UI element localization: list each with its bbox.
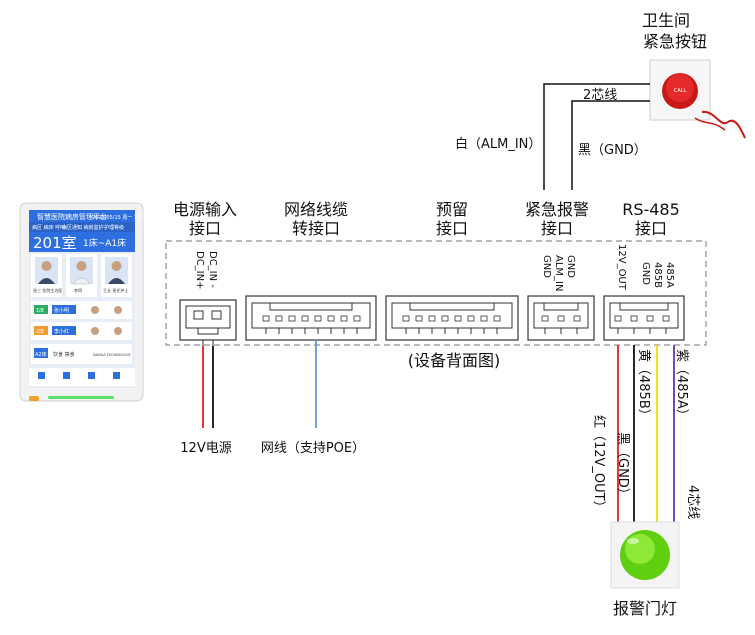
lamp-cable-label: 4芯线 — [685, 485, 700, 519]
level-row[interactable] — [31, 344, 132, 364]
emergency-button-icon: CALL — [649, 59, 746, 139]
bathroom-button-group: 卫生间 紧急按钮 CALL 2芯线 白（ALM_IN） 黑（GND） — [455, 11, 746, 190]
svg-text:CALL: CALL — [674, 88, 687, 94]
network-cable-label: 网线（支持POE） — [261, 441, 365, 456]
rs485-header-2: 接口 — [635, 219, 667, 238]
room-banner — [29, 232, 135, 252]
power-source-label: 12V电源 — [180, 441, 231, 456]
pin-dc-in-plus: DC_IN+ — [194, 251, 205, 290]
screen-date: 2023/05/15 周一 12:38 — [92, 215, 148, 221]
pin-485b: 485B — [652, 262, 663, 288]
bathroom-cable-label: 2芯线 — [583, 88, 617, 103]
pin-alarm-gnd-1: GND — [565, 255, 576, 278]
level-text: 饮食 禁食 — [53, 351, 75, 358]
reserved-connector — [385, 295, 519, 341]
home-icon[interactable] — [38, 372, 45, 379]
avatar-icon — [114, 327, 122, 335]
avatar-icon — [70, 257, 93, 285]
screen-tabbar — [29, 222, 135, 232]
bathroom-wire-white — [543, 83, 650, 190]
lamp-wire-red-label: 红（12V_OUT） — [591, 415, 607, 514]
screen-tab-3[interactable]: 护理等级 — [104, 224, 124, 231]
alarm-header-2: 接口 — [541, 219, 573, 238]
power-connector — [179, 299, 237, 346]
rs485-header-1: RS-485 — [622, 200, 680, 219]
bathroom-title-line1: 卫生间 — [642, 11, 690, 30]
room-beds: 1床~A1床 — [83, 237, 126, 249]
interface-headers: 电源输入 接口 网络线缆 转接口 预留 接口 紧急报警 接口 RS-485 接口 — [173, 200, 680, 238]
power-indicator — [29, 396, 39, 401]
screen-title: 智慧医院病房管理平台 — [37, 212, 107, 221]
avatar-icon — [105, 257, 128, 284]
alarm-header-1: 紧急报警 — [525, 200, 589, 219]
pin-485a: 485A — [664, 262, 675, 288]
pin-alarm-gnd-2: GND — [541, 255, 552, 278]
network-connector — [245, 295, 377, 341]
level-tag — [34, 348, 48, 358]
device-panel: 智慧医院病房管理平台 2023/05/15 周一 12:38 病区 病床 呼叫 … — [19, 202, 148, 402]
bed-name-2-text: 李小红 — [54, 328, 69, 335]
rs485-connector — [603, 295, 685, 341]
reserved-header-2: 接口 — [436, 219, 468, 238]
bed-name-1 — [52, 305, 76, 314]
bed-tag-1 — [34, 305, 48, 314]
bed-name-1-text: 张小明 — [54, 307, 69, 314]
brand-logo-text: DAHUA TECHNOLOGY — [93, 353, 132, 357]
bathroom-title-line2: 紧急按钮 — [643, 32, 707, 51]
avatar-icon — [35, 257, 58, 284]
bathroom-wire-black — [571, 100, 650, 190]
person-name-1: 张三 住院主治医 — [33, 287, 62, 293]
screen-tab-1[interactable]: 病区 病床 呼叫 — [32, 224, 65, 231]
bed-tag-1-text: 1床 — [36, 307, 44, 314]
pin-alarm-in: ALM_IN — [553, 255, 564, 291]
status-light-bar — [48, 396, 114, 399]
bed-tag-2-text: 2床 — [36, 328, 44, 335]
calendar-icon[interactable] — [88, 372, 95, 379]
avatar-icon — [91, 327, 99, 335]
bed-tag-2 — [34, 326, 48, 335]
pin-12v-out: 12V_OUT — [616, 244, 627, 291]
person-name-3: 王五 责任护士 — [103, 287, 128, 293]
screen-tab-2[interactable]: 病区通知 病房监护 — [62, 224, 104, 231]
avatar-icon — [114, 306, 122, 314]
person-name-2: 李四 — [74, 287, 82, 293]
power-header-2: 接口 — [189, 219, 221, 238]
pin-rs485-gnd: GND — [640, 262, 651, 285]
lamp-wire-purple-label: 紫（485A） — [674, 349, 689, 422]
bed-name-2 — [52, 326, 76, 335]
network-header-2: 转接口 — [292, 219, 340, 238]
wire-black-label: 黑（GND） — [578, 143, 647, 158]
device-back-caption: (设备背面图) — [408, 351, 501, 370]
screen-bottom-nav — [29, 368, 135, 386]
power-header-1: 电源输入 — [173, 200, 237, 219]
device-back-outline — [165, 240, 707, 346]
pin-dc-in-minus: DC_IN - — [207, 251, 218, 288]
wire-white-label: 白（ALM_IN） — [455, 136, 541, 152]
alarm-connector — [527, 295, 595, 341]
room-number: 201室 — [33, 234, 77, 252]
screen-header — [29, 210, 135, 222]
reserved-header-1: 预留 — [436, 200, 468, 219]
level-tag-text: A2床 — [35, 351, 47, 358]
alarm-lamp-label: 报警门灯 — [613, 599, 677, 618]
settings-icon[interactable] — [113, 372, 120, 379]
lamp-wire-yellow-label: 黄（485B） — [636, 349, 651, 422]
avatar-icon — [91, 306, 99, 314]
lamp-wire-black-label: 黑（GND） — [615, 432, 630, 501]
network-header-1: 网络线缆 — [284, 200, 348, 219]
alarm-lamp-icon — [610, 521, 680, 589]
bed-icon[interactable] — [63, 372, 70, 379]
